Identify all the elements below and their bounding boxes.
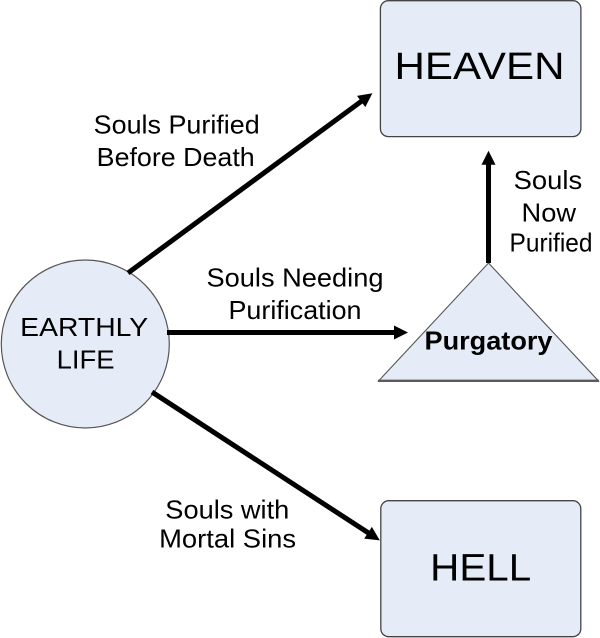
svg-text:Now: Now	[522, 198, 577, 228]
svg-text:HEAVEN: HEAVEN	[395, 46, 565, 88]
svg-text:Souls: Souls	[514, 165, 583, 195]
svg-text:EARTHLY: EARTHLY	[20, 312, 148, 342]
svg-text:Purification: Purification	[229, 295, 362, 325]
svg-text:Souls with: Souls with	[165, 494, 289, 524]
svg-text:HELL: HELL	[430, 547, 531, 589]
svg-text:LIFE: LIFE	[57, 345, 115, 375]
svg-text:Mortal Sins: Mortal Sins	[159, 524, 296, 554]
svg-text:Purgatory: Purgatory	[425, 325, 554, 355]
svg-text:Souls Needing: Souls Needing	[207, 262, 384, 292]
svg-text:Before Death: Before Death	[97, 142, 255, 172]
svg-text:Souls Purified: Souls Purified	[94, 109, 260, 139]
svg-text:Purified: Purified	[510, 227, 593, 257]
